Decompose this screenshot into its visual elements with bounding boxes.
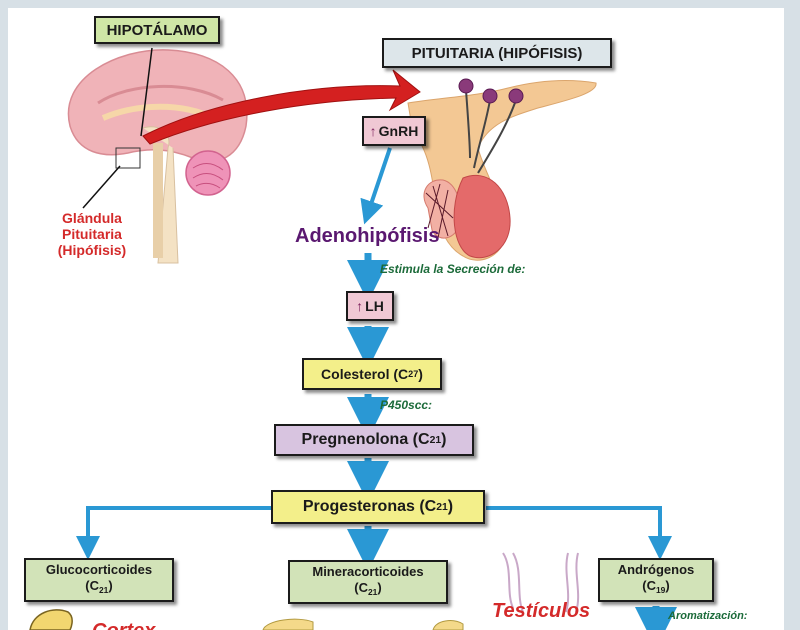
glucocorticoids-text: Glucocorticoides	[45, 562, 153, 578]
androgens-text: Andrógenos	[617, 562, 695, 578]
gland-label-line-1: Glándula	[62, 210, 122, 226]
glucocorticoids-subscript: 21	[98, 584, 109, 595]
gland-label-line-2: Pituitaria	[62, 226, 122, 242]
cholesterol-text: Colesterol (C	[321, 366, 409, 382]
aromatization-note: Aromatización:	[668, 610, 747, 622]
gland-label-line-3: (Hipófisis)	[57, 242, 127, 258]
hypothalamus-pointer	[140, 47, 153, 137]
testicle-tubules	[502, 552, 580, 613]
androgens-close: )	[665, 578, 670, 594]
glucocorticoids-paren: (C	[85, 578, 99, 594]
p450-note: P450scc:	[380, 398, 432, 412]
hypothalamus-text: HIPOTÁLAMO	[106, 21, 208, 39]
mineralocorticoids-close: )	[377, 580, 382, 596]
cholesterol-subscript: 27	[408, 369, 419, 379]
pregnenolone-close: )	[441, 431, 447, 448]
gland-pointer	[82, 165, 121, 209]
adenohypophysis-text: Adenohipófisis	[295, 225, 440, 247]
adrenal-tissue	[29, 609, 464, 630]
glucocorticoids-box: Glucocorticoides (C21)	[24, 558, 174, 602]
p450-text: P450scc:	[380, 398, 433, 412]
adenohypophysis-label: Adenohipófisis	[295, 225, 439, 248]
progesterones-text: Progesteronas (C	[302, 498, 437, 515]
lh-text: LH	[365, 298, 384, 314]
pituitary-title: PITUITARIA (HIPÓFISIS)	[382, 38, 612, 68]
gland-label: Glándula Pituitaria (Hipófisis)	[44, 210, 140, 258]
pituitary-illustration	[407, 78, 597, 261]
red-arrow	[142, 69, 421, 145]
progesterones-subscript: 21	[436, 501, 448, 513]
up-arrow-icon: ↑	[369, 123, 377, 139]
mineralocorticoids-paren: (C	[354, 580, 368, 596]
cholesterol-close: )	[418, 366, 423, 382]
pregnenolone-text: Pregnenolona (C	[301, 431, 430, 448]
mineralocorticoids-subscript: 21	[367, 586, 378, 597]
pituitary-text: PITUITARIA (HIPÓFISIS)	[411, 44, 583, 62]
androgens-box: Andrógenos (C19)	[598, 558, 714, 602]
testicles-label: Testículos	[492, 600, 590, 623]
testicles-text: Testículos	[492, 600, 591, 622]
illustration-layer	[29, 47, 677, 630]
up-arrow-icon: ↑	[356, 298, 364, 314]
stimulates-text: Estimula la Secreción de:	[380, 262, 526, 276]
stimulates-note: Estimula la Secreción de:	[380, 262, 525, 276]
androgens-subscript: 19	[655, 584, 666, 595]
diagram-canvas: HIPOTÁLAMO PITUITARIA (HIPÓFISIS) Glándu…	[8, 8, 784, 630]
flow-arrows	[76, 147, 677, 630]
cortex-label: Cortex	[92, 620, 155, 630]
aromatization-text: Aromatización:	[668, 610, 748, 622]
gnrh-text: GnRH	[378, 123, 419, 139]
lh-box: ↑ LH	[346, 291, 394, 321]
glucocorticoids-close: )	[108, 578, 113, 594]
gnrh-box: ↑ GnRH	[362, 116, 426, 146]
cortex-text: Cortex	[92, 620, 155, 630]
mineralocorticoids-text: Mineracorticoides	[312, 564, 424, 580]
mineralocorticoids-box: Mineracorticoides (C21)	[288, 560, 448, 604]
hypothalamus-label: HIPOTÁLAMO	[94, 16, 220, 44]
pregnenolone-subscript: 21	[429, 434, 442, 446]
androgens-paren: (C	[642, 578, 656, 594]
progesterones-close: )	[447, 498, 454, 515]
